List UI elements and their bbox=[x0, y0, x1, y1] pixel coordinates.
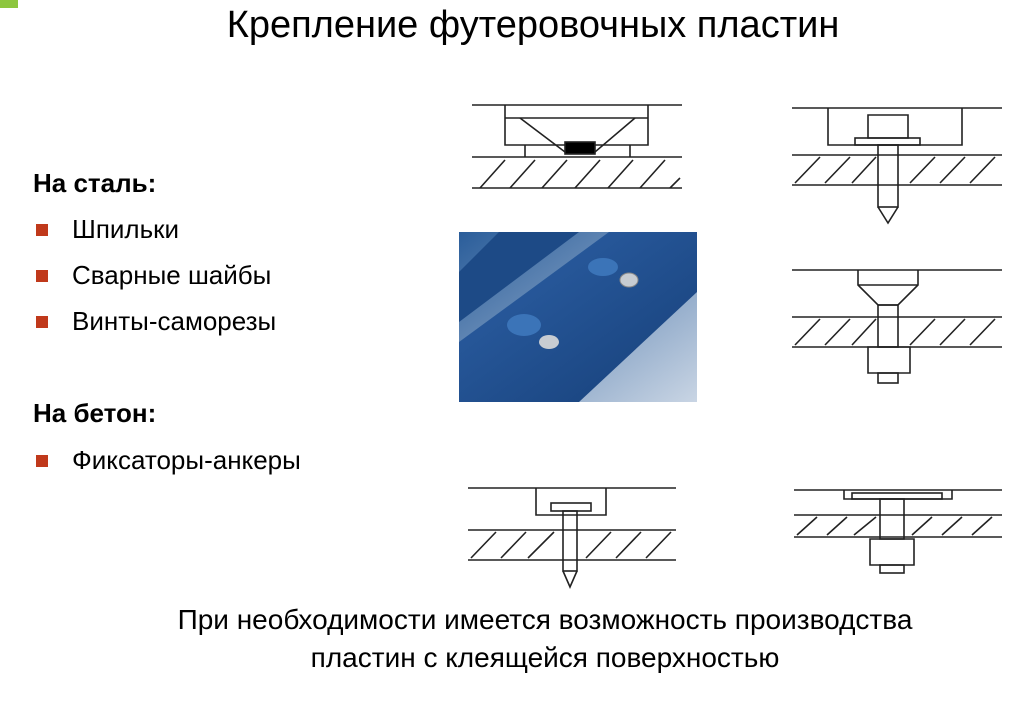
list-item-label: Сварные шайбы bbox=[72, 260, 272, 290]
list-item: Шпильки bbox=[36, 214, 179, 245]
list-item-label: Винты-саморезы bbox=[72, 306, 277, 336]
list-item-label: Шпильки bbox=[72, 214, 180, 244]
concrete-heading: На бетон: bbox=[33, 398, 157, 428]
weld-washer-drawing bbox=[472, 104, 682, 189]
mounted-plate-photo bbox=[459, 232, 697, 402]
self-tapping-screw-drawing bbox=[792, 107, 1002, 225]
list-item: Фиксаторы-анкеры bbox=[36, 445, 301, 476]
accent-corner bbox=[0, 0, 18, 8]
bullet-icon bbox=[36, 315, 48, 328]
steel-heading: На сталь: bbox=[33, 168, 157, 198]
slide-title: Крепление футеровочных пластин bbox=[226, 4, 840, 46]
list-item: Сварные шайбы bbox=[36, 260, 271, 291]
bullet-icon bbox=[36, 269, 48, 282]
bullet-icon bbox=[36, 454, 48, 467]
list-item: Винты-саморезы bbox=[36, 306, 276, 337]
list-item-label: Фиксаторы-анкеры bbox=[72, 445, 301, 475]
bullet-icon bbox=[36, 223, 48, 236]
footer-line-2: пластин с клеящейся поверхностью bbox=[310, 642, 780, 673]
anchor-pin-drawing bbox=[468, 487, 676, 589]
bolt-nut-drawing bbox=[794, 489, 1002, 574]
footer-line-1: При необходимости имеется возможность пр… bbox=[177, 604, 913, 635]
countersunk-bolt-drawing bbox=[792, 269, 1002, 384]
